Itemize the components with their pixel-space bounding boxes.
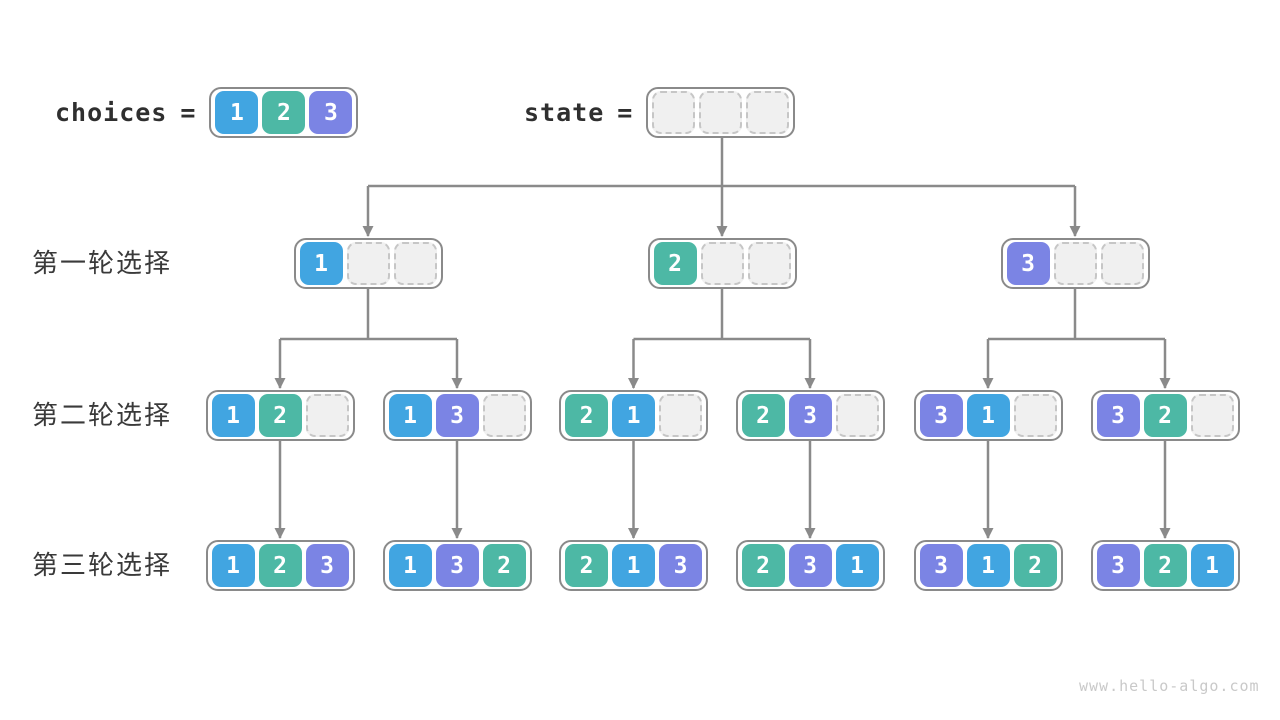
value-cell-2: 2 [653,242,697,285]
round-1-label: 第一轮选择 [32,248,173,278]
value-cell-3: 3 [659,544,702,587]
value-cell-3: 3 [1096,394,1140,437]
empty-cell [346,242,390,285]
value-cell-3: 3 [919,394,963,437]
value-cell-2: 2 [1143,394,1187,437]
watermark: www.hello-algo.com [1079,677,1260,695]
choices-label: choices [55,98,168,127]
empty-cell [1190,394,1234,437]
state-node-round1-1: 1 [293,238,443,289]
value-cell-2: 2 [258,544,302,587]
value-cell-1: 1 [388,544,432,587]
value-cell-2: 2 [1143,544,1187,587]
empty-cell [1053,242,1097,285]
value-cell-1: 1 [299,242,343,285]
round-2-label: 第二轮选择 [32,400,173,430]
value-cell-3: 3 [919,544,963,587]
value-cell-2: 2 [741,544,785,587]
value-cell-1: 1 [612,394,655,437]
empty-cell [699,91,743,134]
value-cell-1: 1 [211,544,255,587]
value-cell-3: 3 [435,544,479,587]
state-array-slot [646,87,796,138]
value-cell-3: 3 [309,91,353,134]
value-cell-1: 1 [211,394,255,437]
value-cell-3: 3 [1096,544,1140,587]
empty-cell [746,91,790,134]
empty-cell [1013,394,1057,437]
value-cell-3: 3 [305,544,349,587]
value-cell-1: 1 [388,394,432,437]
value-cell-1: 1 [612,544,655,587]
value-cell-2: 2 [262,91,306,134]
value-cell-3: 3 [435,394,479,437]
value-cell-3: 3 [788,544,832,587]
value-cell-1: 1 [966,394,1010,437]
value-cell-1: 1 [215,91,259,134]
round-3-label: 第三轮选择 [32,550,173,580]
value-cell-2: 2 [565,544,608,587]
empty-cell [482,394,526,437]
state-label: state [524,98,605,127]
empty-cell [652,91,696,134]
empty-cell [700,242,744,285]
value-cell-1: 1 [966,544,1010,587]
value-cell-2: 2 [565,394,608,437]
state-array [646,87,796,138]
value-cell-2: 2 [1013,544,1057,587]
equals-sign: = [180,98,197,127]
empty-cell [1100,242,1144,285]
empty-cell [393,242,437,285]
state-node-round1-3: 3 [1000,238,1150,289]
equals-sign: = [617,98,634,127]
value-cell-3: 3 [1006,242,1050,285]
empty-cell [835,394,879,437]
value-cell-3: 3 [788,394,832,437]
state-node-round1-2: 2 [647,238,797,289]
value-cell-1: 1 [1190,544,1234,587]
value-cell-2: 2 [258,394,302,437]
empty-cell [747,242,791,285]
value-cell-2: 2 [741,394,785,437]
empty-cell [305,394,349,437]
value-cell-1: 1 [835,544,879,587]
empty-cell [659,394,702,437]
state-definition: state = [524,87,796,138]
value-cell-2: 2 [482,544,526,587]
